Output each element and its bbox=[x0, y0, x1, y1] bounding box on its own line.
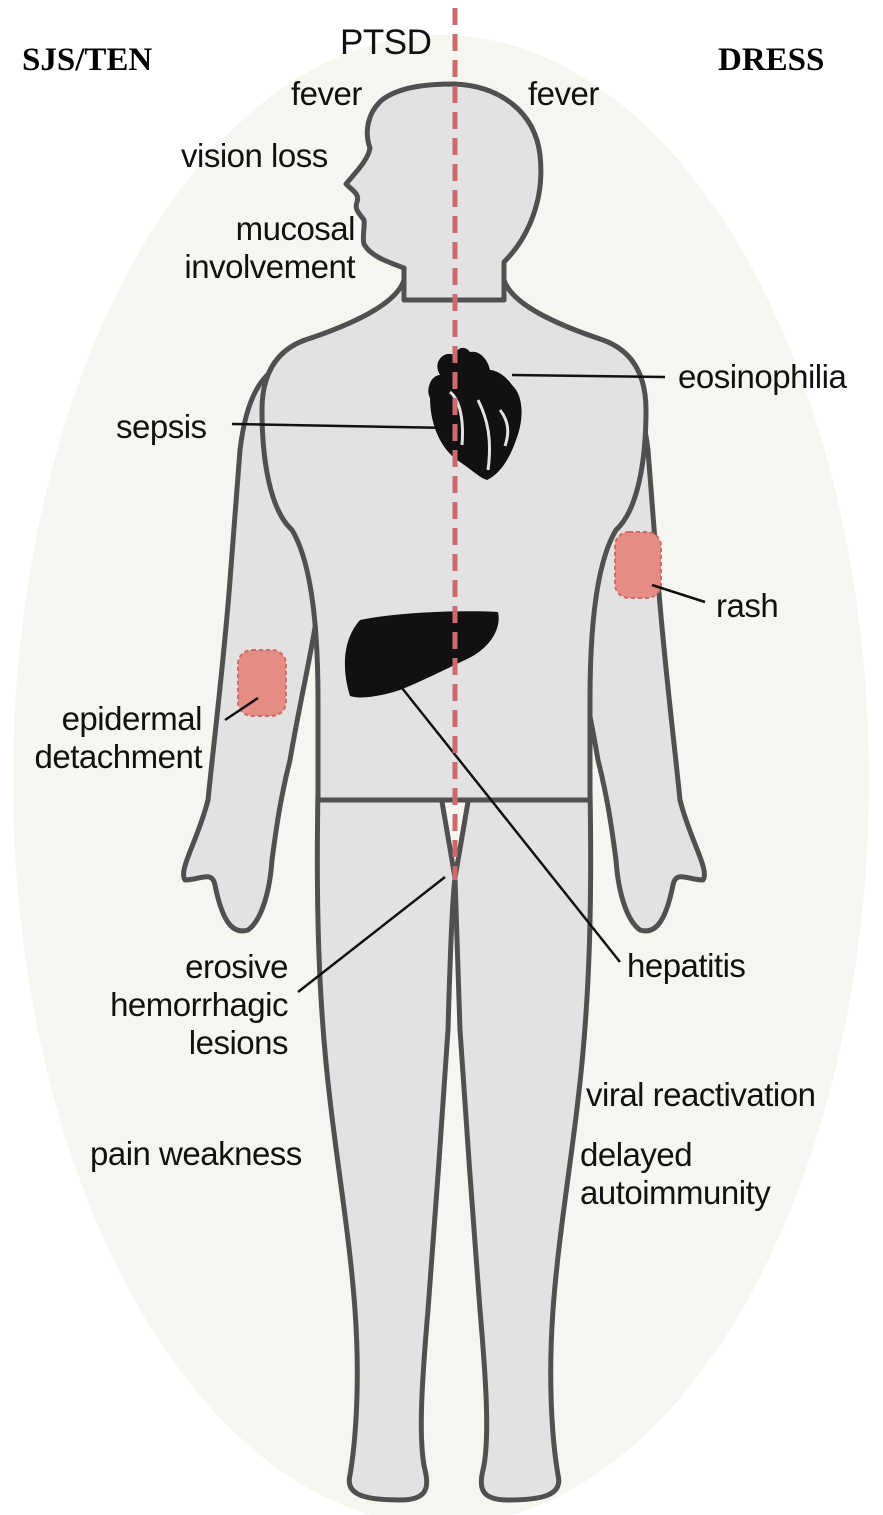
label-viral-reactivation: viral reactivation bbox=[586, 1076, 815, 1114]
label-sepsis: sepsis bbox=[116, 408, 207, 446]
header-dress: DRESS bbox=[718, 42, 824, 79]
label-pain-weakness: pain weakness bbox=[90, 1135, 302, 1173]
label-fever-right: fever bbox=[528, 75, 599, 113]
label-rash: rash bbox=[716, 587, 778, 625]
label-eosinophilia: eosinophilia bbox=[678, 358, 846, 396]
header-ptsd: PTSD bbox=[340, 24, 431, 62]
label-erosive-hemorrhagic-lesions: erosive hemorrhagic lesions bbox=[60, 948, 288, 1062]
header-sjs-ten: SJS/TEN bbox=[22, 42, 152, 79]
label-vision-loss: vision loss bbox=[181, 137, 328, 175]
label-mucosal-involvement: mucosal involvement bbox=[150, 210, 355, 286]
rash-patch-right bbox=[615, 532, 661, 598]
label-delayed-autoimmunity: delayed autoimmunity bbox=[580, 1136, 770, 1212]
label-epidermal-detachment: epidermal detachment bbox=[10, 700, 202, 776]
label-hepatitis: hepatitis bbox=[627, 947, 745, 985]
label-fever-left: fever bbox=[291, 75, 362, 113]
